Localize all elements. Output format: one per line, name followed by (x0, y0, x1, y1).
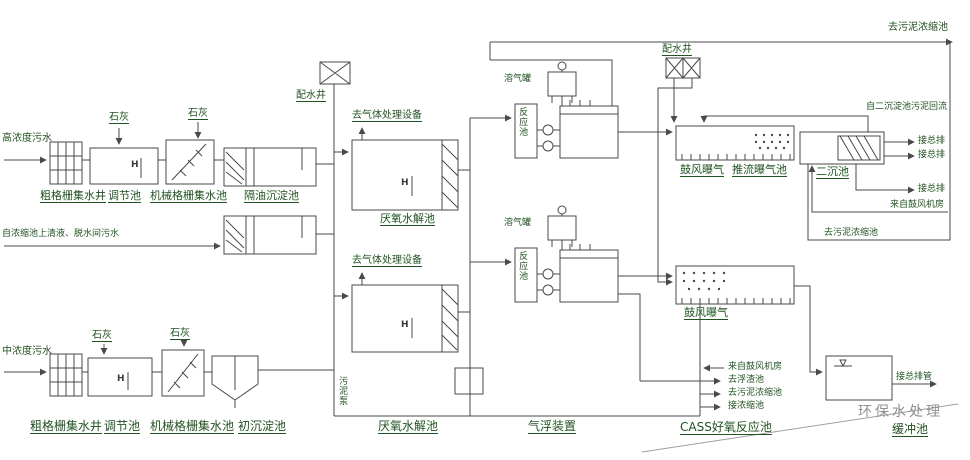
equalization-tank-shape-top (89, 147, 159, 185)
label-blast-aeration-top: 鼓风曝气 (680, 163, 724, 178)
pressure-gauge-icon (557, 205, 567, 215)
level-mark-h-3: H (401, 320, 409, 330)
label-to-gas-treatment-1: 去气体处理设备 (352, 110, 422, 123)
pressure-gauge-icon (557, 61, 567, 71)
label-plug-flow-aeration-tank: 推流曝气池 (732, 163, 787, 178)
label-to-main-outfall-2: 接总排 (918, 150, 946, 160)
anaerobic-tank-shape-bottom (351, 284, 459, 353)
level-mark-h-1: H (131, 160, 139, 170)
label-medium-concentration-sewage: 中浓度污水 (2, 346, 52, 357)
label-equalization-tank-bottom: 调节池 (104, 419, 141, 435)
label-mechanical-screen-tank-top: 机械格栅集水池 (150, 189, 227, 204)
pump-icon (542, 284, 554, 296)
secondary-clarifier-shape (799, 131, 885, 165)
label-distribution-well-mid: 配水井 (296, 90, 326, 103)
label-sludge-pump: 污泥泵 (337, 376, 348, 406)
label-oil-separation-tank: 隔油沉淀池 (244, 189, 299, 204)
label-from-blower-room-2: 来自鼓风机房 (728, 362, 783, 372)
mechanical-screen-tank-shape-top (165, 139, 215, 185)
reaction-tank-shape-2 (514, 247, 538, 303)
label-distribution-well-top: 配水井 (662, 44, 692, 57)
label-mechanical-screen-tank-bottom: 机械格栅集水池 (150, 419, 235, 435)
label-reaction-tank-2: 反应池 (517, 251, 528, 281)
label-from-blower-room-1: 来自鼓风机房 (890, 200, 945, 210)
label-supernatant-inflow: 自浓缩池上清液、脱水间污水 (2, 229, 120, 239)
label-to-scum-tank: 去浮渣池 (728, 375, 765, 385)
label-to-main-outfall-pipe: 接总排管 (896, 372, 933, 382)
oil-separation-tank-shape-1 (223, 147, 317, 187)
cass-tank-shape (675, 265, 795, 305)
label-air-flotation-unit: 气浮装置 (528, 419, 577, 435)
watermark-line (641, 403, 959, 453)
pump-icon (542, 268, 554, 280)
label-to-gas-treatment-2: 去气体处理设备 (352, 255, 422, 268)
pump-icon (542, 124, 554, 136)
label-lime-1: 石灰 (109, 112, 129, 125)
label-dissolved-air-tank-2: 溶气罐 (504, 218, 532, 228)
label-clarifier-sludge-return: 自二沉淀池污泥回流 (866, 102, 948, 112)
label-lime-3: 石灰 (92, 330, 112, 343)
label-dissolved-air-tank-1: 溶气罐 (504, 74, 532, 84)
oil-separation-tank-shape-2 (223, 215, 317, 255)
piping-arrow-lines (4, 38, 953, 411)
aeration-bubbles (682, 133, 790, 291)
distribution-well-shape-mid (319, 61, 351, 85)
tank-shapes (49, 57, 893, 401)
sump-pit-shape (454, 367, 484, 395)
watermark-text: 环保水处理 (858, 404, 943, 420)
tank-internal-details (50, 57, 879, 408)
mechanical-screen-tank-shape-bottom (161, 349, 205, 397)
clarifier-plate-pack-shape (837, 135, 881, 161)
label-to-sludge-thickener-mid: 去污泥浓缩池 (824, 228, 879, 238)
buffer-tank-shape (825, 355, 893, 401)
label-to-thickening-tank: 接浓缩池 (728, 401, 765, 411)
equalization-tank-shape-bottom (87, 357, 153, 397)
label-to-main-outfall-3: 接总排 (918, 184, 946, 194)
label-high-concentration-sewage: 高浓度污水 (2, 133, 52, 144)
level-mark-h-2: H (401, 178, 409, 188)
label-coarse-screen-well-bottom: 粗格栅集水井 (30, 419, 103, 435)
dissolved-air-tank-shape-1 (547, 71, 577, 97)
label-primary-sedimentation-tank: 初沉淀池 (238, 419, 287, 435)
label-buffer-tank: 缓冲池 (892, 422, 929, 438)
label-lime-2: 石灰 (188, 108, 208, 121)
piping-lines (82, 42, 951, 417)
label-equalization-tank-top: 调节池 (108, 189, 141, 204)
anaerobic-tank-shape-top (351, 139, 459, 211)
level-mark-h-4: H (117, 374, 125, 384)
label-lime-4: 石灰 (170, 328, 190, 341)
label-secondary-clarifier: 二沉池 (816, 165, 849, 180)
label-anaerobic-tank-top: 厌氧水解池 (380, 212, 435, 227)
label-blast-aeration-bottom: 鼓风曝气 (684, 306, 728, 321)
label-to-sludge-thickener-bottom: 去污泥浓缩池 (728, 388, 783, 398)
diffuser-ticks (681, 154, 791, 304)
label-to-main-outfall-1: 接总排 (918, 136, 946, 146)
label-reaction-tank-1: 反应池 (517, 107, 528, 137)
plug-flow-aeration-tank-shape (675, 125, 795, 161)
dissolved-air-tank-shape-2 (547, 215, 577, 241)
label-coarse-screen-well-top: 粗格栅集水井 (40, 189, 106, 204)
label-to-sludge-thickener-top: 去污泥浓缩池 (888, 22, 948, 33)
label-anaerobic-tank-bottom: 厌氧水解池 (378, 419, 439, 435)
reaction-tank-shape-1 (514, 103, 538, 159)
pump-icon (542, 140, 554, 152)
label-cass-aerobic-tank: CASS好氧反应池 (680, 420, 772, 436)
